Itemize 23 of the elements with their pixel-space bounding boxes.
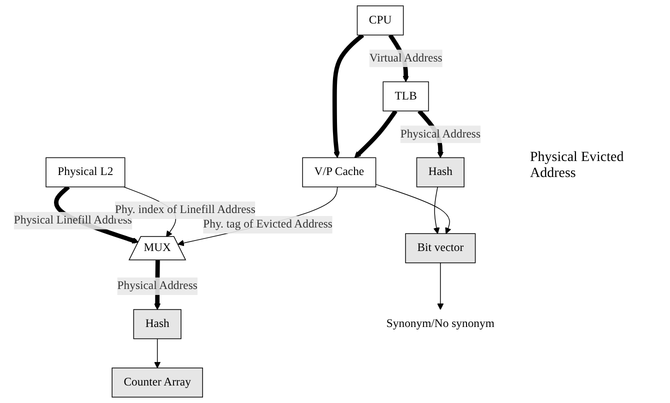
node-box: Hash (133, 309, 182, 340)
node-box: V/P Cache (302, 157, 376, 188)
arrow (178, 186, 338, 246)
arrow (332, 33, 364, 158)
arrow (354, 110, 398, 158)
arrow (154, 338, 161, 368)
node-box: Physical L2 (46, 157, 126, 188)
edge-label: Physical Linefill Address (14, 214, 132, 227)
arrow (433, 186, 440, 234)
edge-label: Virtual Address (369, 52, 442, 64)
arrow (375, 184, 452, 234)
node-box: TLB (382, 81, 429, 112)
node-box: Bit vector (405, 233, 476, 264)
node-box: Counter Array (112, 368, 203, 398)
arrow (437, 262, 444, 310)
edge-label: Physical Address (117, 280, 198, 292)
annotation-text: Physical Evicted Address (530, 150, 625, 182)
edge-label: Physical Address (400, 128, 480, 140)
node-box: CPU (356, 5, 404, 36)
node-box: Hash (416, 157, 464, 188)
edge-label: Phy. index of Linefill Address (115, 204, 256, 216)
edge-label: Phy. tag of Evicted Address (203, 218, 332, 231)
node-text: Synonym/No synonym (386, 318, 494, 330)
